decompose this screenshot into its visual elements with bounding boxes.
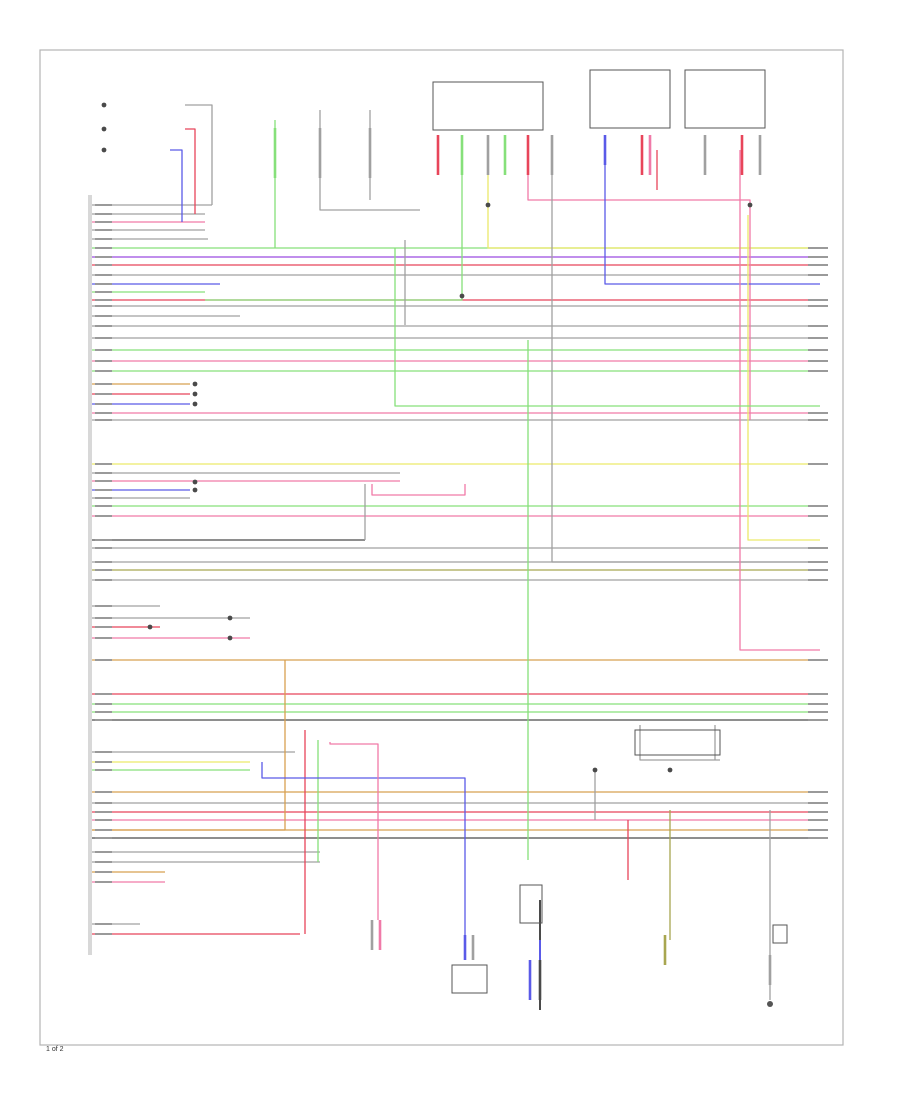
harness-wire bbox=[261, 762, 466, 935]
terminal-dot bbox=[101, 147, 107, 153]
splice-dot bbox=[147, 624, 153, 630]
splice-dot bbox=[592, 767, 598, 773]
switch-box bbox=[684, 69, 766, 129]
page-footer-label: 1 of 2 bbox=[46, 1046, 64, 1053]
harness-wire bbox=[604, 140, 820, 285]
splice-dot bbox=[485, 202, 491, 208]
splice-dot bbox=[747, 202, 753, 208]
splice-dot bbox=[192, 381, 198, 387]
harness-wire bbox=[527, 150, 751, 420]
harness-wire bbox=[185, 104, 213, 205]
harness-wire bbox=[92, 660, 286, 831]
component-group bbox=[101, 69, 788, 1007]
harness-wire bbox=[329, 742, 379, 920]
splice-dot bbox=[192, 479, 198, 485]
harness-wire bbox=[170, 149, 183, 222]
splice-dot bbox=[667, 767, 673, 773]
harness-wire bbox=[747, 215, 820, 541]
wire-group bbox=[92, 104, 820, 1010]
harness-wire bbox=[551, 150, 820, 563]
terminal-dot bbox=[101, 102, 107, 108]
component-box bbox=[634, 729, 721, 756]
splice-dot bbox=[227, 635, 233, 641]
harness-wire bbox=[205, 150, 463, 301]
harness-wire bbox=[394, 248, 820, 407]
harness-wire bbox=[185, 128, 196, 214]
harness-wire bbox=[487, 150, 820, 249]
splice-dot bbox=[227, 615, 233, 621]
splice-dot bbox=[459, 293, 465, 299]
sensor-box bbox=[772, 924, 788, 944]
ecm-connector-column bbox=[88, 195, 92, 955]
relay-box bbox=[432, 81, 544, 131]
harness-wire bbox=[639, 725, 720, 761]
splice-dot bbox=[192, 401, 198, 407]
splice-dot bbox=[192, 391, 198, 397]
terminal-dot bbox=[101, 126, 107, 132]
pin-group bbox=[95, 204, 828, 935]
harness-wire bbox=[371, 484, 466, 496]
splice-dot bbox=[192, 487, 198, 493]
ground-dot bbox=[767, 1001, 773, 1007]
harness-wire bbox=[739, 150, 820, 651]
switch-box bbox=[519, 884, 543, 924]
switch-box bbox=[589, 69, 671, 129]
diagram-frame bbox=[39, 49, 844, 1046]
sensor-box bbox=[451, 964, 488, 994]
